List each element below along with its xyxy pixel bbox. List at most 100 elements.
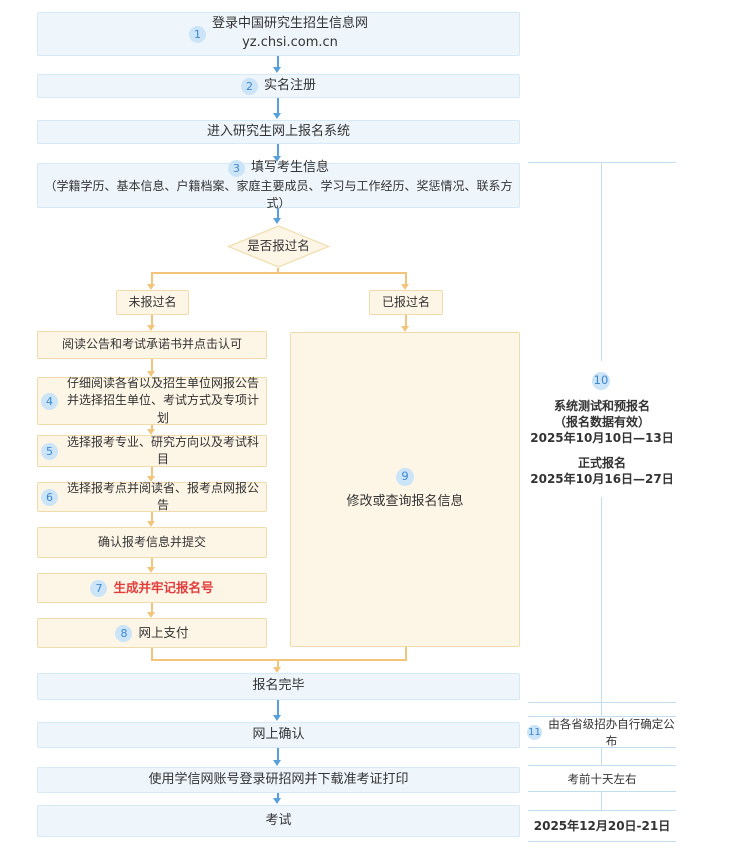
connector [151, 272, 407, 274]
timeline-tick [601, 791, 602, 811]
timeline-rule [528, 716, 676, 717]
step5-box: 5 选择报考专业、研究方向以及考试科目 [37, 435, 267, 467]
decision-label: 是否报过名 [247, 238, 310, 254]
step1-box: 1 登录中国研究生招生信息网 yz.chsi.com.cn [37, 12, 520, 56]
step1-url: yz.chsi.com.cn [242, 35, 338, 50]
step8-number-badge: 8 [115, 624, 133, 642]
timeline-tick [601, 747, 602, 766]
step5-number-badge: 5 [41, 442, 58, 460]
arrow-shaft [405, 315, 407, 326]
step4-box: 4 仔细阅读各省以及招生单位网报公告 并选择招生单位、考试方式及专项计划 [37, 375, 267, 425]
step9-number-badge: 9 [396, 467, 414, 486]
online-confirm-box: 网上确认 [37, 722, 520, 748]
arrow-shaft [277, 208, 279, 219]
branch-not-registered-box: 未报过名 [116, 290, 189, 315]
pre-registration-date: 2025年10月10日—13日 [530, 431, 674, 445]
arrow-shaft [277, 144, 279, 157]
arrow-down-icon [147, 476, 155, 482]
note11-row: 11 由各省级招办自行确定公布 [527, 717, 677, 748]
timeline-connector [601, 162, 602, 361]
arrow-shaft [277, 700, 279, 716]
step7-label: 生成并牢记报名号 [113, 579, 214, 595]
step9-box: 9 修改或查询报名信息 [290, 332, 520, 647]
arrow-shaft [405, 272, 407, 284]
arrow-down-icon [273, 67, 281, 73]
arrow-shaft [151, 272, 153, 284]
step2-box: 2 实名注册 [37, 74, 520, 98]
timeline-rule [528, 841, 676, 842]
official-registration-date: 2025年10月16日—27日 [530, 472, 674, 486]
arrow-shaft [151, 467, 153, 476]
arrow-shaft [277, 793, 279, 799]
arrow-shaft [277, 98, 279, 114]
pre-registration-note: （报名数据有效） [553, 415, 650, 429]
arrow-down-icon [147, 371, 155, 377]
step8-box: 8 网上支付 [37, 618, 267, 648]
step4-number-badge: 4 [41, 392, 58, 410]
connector [405, 647, 407, 661]
connector [151, 659, 407, 661]
arrow-down-icon [273, 667, 281, 673]
timeline-rule [528, 810, 676, 811]
arrow-down-icon [273, 113, 281, 119]
arrow-shaft [277, 56, 279, 68]
official-registration-title: 正式报名 [577, 456, 626, 470]
step4-line2: 并选择招生单位、考试方式及专项计划 [66, 393, 259, 425]
download-ticket-box: 使用学信网账号登录研招网并下载准考证打印 [37, 767, 520, 793]
pre-registration-title: 系统测试和预报名 [553, 399, 650, 413]
arrow-down-icon [147, 567, 155, 573]
step3-box: 3 填写考生信息 （学籍学历、基本信息、户籍档案、家庭主要成员、学习与工作经历、… [37, 159, 520, 210]
step3-detail: （学籍学历、基本信息、户籍档案、家庭主要成员、学习与工作经历、奖惩情况、联系方式… [44, 178, 513, 210]
arrow-down-icon [147, 325, 155, 331]
step2-number-badge: 2 [240, 77, 258, 95]
note11-number-badge: 11 [527, 725, 542, 740]
enter-system-box: 进入研究生网上报名系统 [37, 120, 520, 144]
step6-box: 6 选择报考点并阅读省、报考点网报公告 [37, 480, 267, 512]
step4-line1: 仔细阅读各省以及招生单位网报公告 [66, 375, 259, 390]
timeline-rule [528, 765, 676, 766]
timeline-connector [601, 497, 602, 703]
timeline-rule [528, 791, 676, 792]
arrow-shaft [151, 558, 153, 567]
step2-label: 实名注册 [263, 77, 316, 93]
timeline-tick [601, 702, 602, 717]
arrow-down-icon [273, 798, 281, 804]
arrow-shaft [277, 661, 279, 667]
arrow-down-icon [147, 612, 155, 618]
step6-number-badge: 6 [41, 488, 58, 506]
step10-number-badge: 10 [592, 372, 610, 390]
connector [277, 268, 279, 274]
arrow-down-icon [147, 284, 155, 290]
step1-number-badge: 1 [188, 25, 206, 43]
arrow-shaft [151, 315, 153, 325]
arrow-down-icon [147, 521, 155, 527]
arrow-down-icon [147, 429, 155, 435]
timeline-rule [528, 747, 676, 748]
step5-label: 选择报考专业、研究方向以及考试科目 [66, 434, 259, 466]
timeline-rule [528, 162, 676, 163]
exam-box: 考试 [37, 805, 520, 837]
note11-text: 由各省级招办自行确定公布 [548, 716, 675, 748]
arrow-down-icon [273, 218, 281, 224]
arrow-shaft [151, 425, 153, 429]
arrow-shaft [151, 512, 153, 521]
arrow-shaft [277, 748, 279, 761]
exam-date-note: 2025年12月20日-21日 [533, 818, 671, 833]
step3-label: 填写考生信息 [250, 159, 329, 175]
enter-system-label: 进入研究生网上报名系统 [206, 123, 350, 139]
arrow-shaft [151, 359, 153, 371]
branch-registered-box: 已报过名 [369, 290, 443, 315]
read-notice-box: 阅读公告和考试承诺书并点击认可 [37, 331, 267, 359]
arrow-down-icon [273, 760, 281, 766]
timeline-rule [528, 702, 676, 703]
registration-done-box: 报名完毕 [37, 673, 520, 700]
step3-number-badge: 3 [227, 159, 245, 177]
step6-label: 选择报考点并阅读省、报考点网报公告 [66, 480, 259, 512]
connector [151, 648, 153, 661]
step7-number-badge: 7 [90, 579, 108, 597]
arrow-down-icon [401, 326, 409, 332]
step8-label: 网上支付 [138, 624, 189, 640]
step10-text-block: 系统测试和预报名 （报名数据有效） 2025年10月10日—13日 正式报名 2… [527, 398, 677, 487]
step7-box: 7 生成并牢记报名号 [37, 573, 267, 603]
